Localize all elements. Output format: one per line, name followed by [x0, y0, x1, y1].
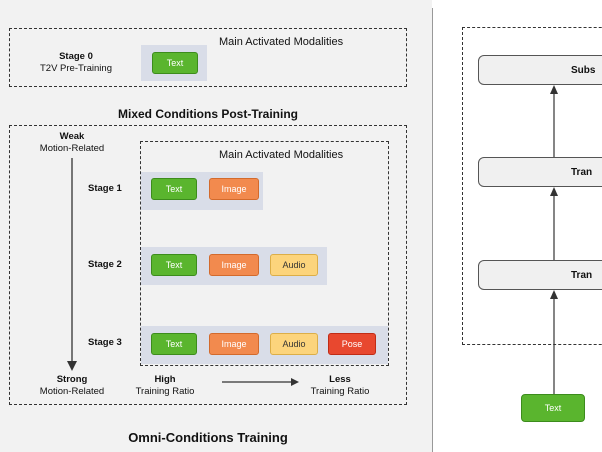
stage1-image-chip: Image [209, 178, 259, 200]
stage3-pose-chip: Pose [328, 333, 376, 355]
panel-divider [432, 8, 433, 452]
stage0-box [9, 28, 407, 87]
weak-title: Weak [59, 131, 85, 142]
stage2-text-chip: Text [151, 254, 197, 276]
ratio-arrow [222, 378, 299, 386]
modalities-label: Main Activated Modalities [219, 149, 344, 161]
weak-subtitle: Motion-Related [39, 143, 105, 154]
stage2-audio-chip: Audio [270, 254, 318, 276]
caption: Omni-Conditions Training [128, 430, 288, 445]
post-training-title: Mixed Conditions Post-Training [118, 107, 298, 121]
stage0-subtitle: T2V Pre-Training [40, 63, 112, 74]
stage3-image-chip: Image [209, 333, 259, 355]
stage2-label: Stage 2 [88, 259, 122, 270]
strong-title: Strong [56, 374, 88, 385]
stage3-text-chip: Text [151, 333, 197, 355]
strong-subtitle: Motion-Related [39, 386, 105, 397]
ratio-less-title: Less [329, 374, 351, 385]
right-arrows [550, 85, 558, 394]
stage0-title: Stage 0 [59, 51, 93, 62]
stage3-label: Stage 3 [88, 337, 122, 348]
post-training-box [9, 125, 407, 405]
right-top-box: Subs [478, 55, 602, 85]
right-dashed-box [462, 27, 602, 345]
right-mid-box: Tran [478, 157, 602, 187]
right-text-chip: Text [521, 394, 585, 422]
ratio-high-title: High [154, 374, 176, 385]
right-bottom-box: Tran [478, 260, 602, 290]
stage2-image-chip: Image [209, 254, 259, 276]
ratio-high-subtitle: Training Ratio [135, 386, 195, 397]
stage0-text-chip: Text [152, 52, 198, 74]
stage3-audio-chip: Audio [270, 333, 318, 355]
motion-arrow [67, 158, 77, 371]
stage0-modalities-label: Main Activated Modalities [219, 36, 344, 48]
ratio-less-subtitle: Training Ratio [310, 386, 370, 397]
stage1-text-chip: Text [151, 178, 197, 200]
stage1-label: Stage 1 [88, 183, 122, 194]
modalities-box [140, 141, 389, 366]
